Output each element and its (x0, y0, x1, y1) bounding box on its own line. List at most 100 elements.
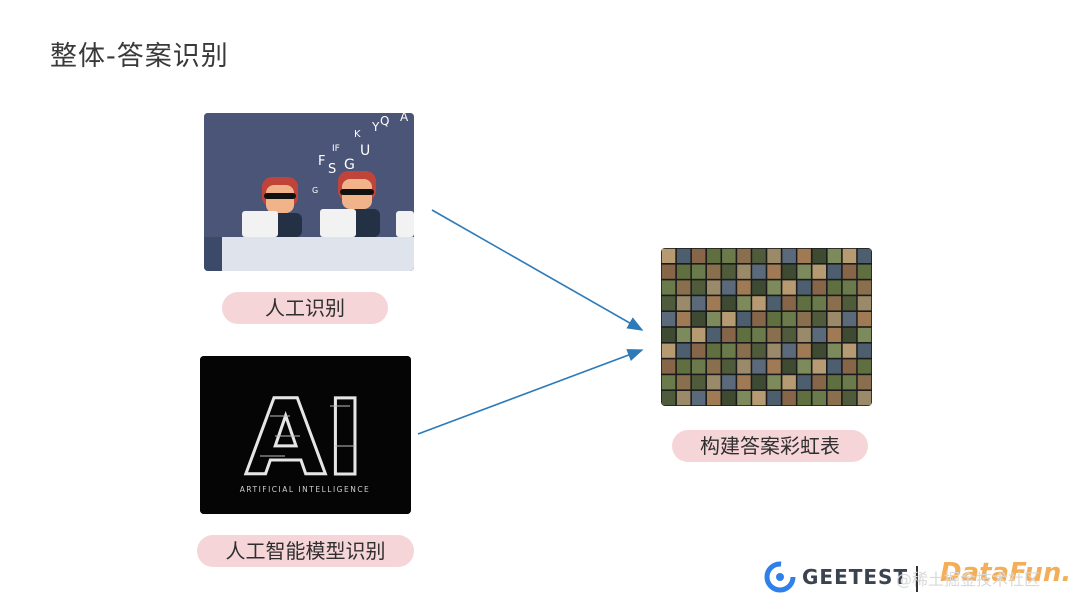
thumbnail-tile (842, 264, 857, 279)
thumbnail-tile (767, 296, 781, 311)
thumbnail-tile (737, 248, 751, 263)
thumbnail-tile (797, 359, 811, 374)
thumbnail-tile (857, 359, 872, 374)
thumbnail-tile (707, 296, 721, 311)
thumbnail-tile (767, 359, 781, 374)
thumbnail-tile (722, 296, 736, 311)
thumbnail-tile (737, 343, 751, 358)
thumbnail-tile (752, 312, 766, 327)
thumbnail-tile (661, 359, 676, 374)
thumbnail-tile (782, 312, 796, 327)
thumbnail-tile (842, 391, 857, 406)
thumbnail-tile (797, 327, 811, 342)
arrow-human-to-rainbow (431, 209, 644, 331)
thumbnail-tile (676, 248, 691, 263)
thumbnail-tile (752, 248, 766, 263)
thumbnail-tile (722, 280, 736, 295)
thumbnail-tile (857, 343, 872, 358)
thumbnail-tile (767, 391, 781, 406)
thumbnail-tile (722, 391, 736, 406)
geetest-logo-text: GEETEST (802, 565, 909, 589)
thumbnail-tile (661, 296, 676, 311)
thumbnail-tile (661, 343, 676, 358)
geetest-logo-icon (764, 561, 796, 593)
thumbnail-tile (722, 359, 736, 374)
thumbnail-tile (827, 248, 842, 263)
thumbnail-tile (812, 375, 826, 390)
thumbnail-tile (676, 327, 691, 342)
floating-letter: IF (332, 144, 340, 154)
thumbnail-tile (676, 343, 691, 358)
thumbnail-tile (842, 359, 857, 374)
thumbnail-tile (676, 375, 691, 390)
thumbnail-tile (812, 327, 826, 342)
thumbnail-tile (812, 312, 826, 327)
thumbnail-tile (691, 343, 706, 358)
floating-letter: S (328, 162, 336, 177)
floating-letter: Q (380, 114, 389, 128)
thumbnail-tile (722, 375, 736, 390)
thumbnail-tile (842, 375, 857, 390)
thumbnail-tile (827, 391, 842, 406)
thumbnail-tile (767, 327, 781, 342)
rainbow-table-label: 构建答案彩虹表 (672, 430, 868, 462)
thumbnail-tile (827, 312, 842, 327)
thumbnail-tile (691, 264, 706, 279)
floating-letter: F (318, 154, 325, 169)
thumbnail-tile (676, 312, 691, 327)
thumbnail-tile (707, 264, 721, 279)
thumbnail-tile (857, 248, 872, 263)
thumbnail-tile (857, 391, 872, 406)
ai-model-recognition-label: 人工智能模型识别 (197, 535, 414, 567)
thumbnail-tile (707, 359, 721, 374)
thumbnail-tile (691, 248, 706, 263)
thumbnail-tile (767, 280, 781, 295)
thumbnail-tile (752, 359, 766, 374)
ai-letters: AI (245, 377, 364, 499)
thumbnail-tile (737, 375, 751, 390)
thumbnail-tile (767, 264, 781, 279)
thumbnail-tile (722, 248, 736, 263)
thumbnail-tile (707, 312, 721, 327)
thumbnail-tile (707, 280, 721, 295)
thumbnail-tile (782, 359, 796, 374)
thumbnail-tile (857, 296, 872, 311)
thumbnail-tile (691, 327, 706, 342)
thumbnail-tile (842, 280, 857, 295)
thumbnail-tile (812, 296, 826, 311)
thumbnail-tile (661, 248, 676, 263)
thumbnail-tile (661, 391, 676, 406)
ai-caption: ARTIFICIAL INTELLIGENCE (240, 485, 371, 494)
thumbnail-tile (857, 312, 872, 327)
watermark-text: @稀土掘金技术社区 (896, 570, 1041, 589)
thumbnail-tile (842, 343, 857, 358)
thumbnail-tile (661, 264, 676, 279)
thumbnail-tile (782, 264, 796, 279)
thumbnail-tile (707, 343, 721, 358)
thumbnail-tile (827, 296, 842, 311)
thumbnail-tile (737, 296, 751, 311)
thumbnail-tile (676, 264, 691, 279)
thumbnail-tile (707, 327, 721, 342)
thumbnail-tile (797, 312, 811, 327)
thumbnail-tile (797, 343, 811, 358)
thumbnail-tile (707, 375, 721, 390)
floating-letter: Y (371, 120, 380, 134)
slide-title: 整体-答案识别 (50, 41, 229, 72)
thumbnail-tile (842, 296, 857, 311)
thumbnail-tile (722, 264, 736, 279)
datafun-brand: DataFun. (940, 558, 1072, 588)
thumbnail-tile (752, 375, 766, 390)
floating-letter: U (360, 143, 370, 159)
thumbnail-tile (661, 375, 676, 390)
thumbnail-tile (752, 264, 766, 279)
thumbnail-tile (812, 343, 826, 358)
thumbnail-tile (691, 296, 706, 311)
thumbnail-tile (691, 391, 706, 406)
thumbnail-tile (737, 391, 751, 406)
thumbnail-tile (676, 280, 691, 295)
thumbnail-tile (782, 327, 796, 342)
thumbnail-tile (691, 359, 706, 374)
thumbnail-tile (676, 296, 691, 311)
